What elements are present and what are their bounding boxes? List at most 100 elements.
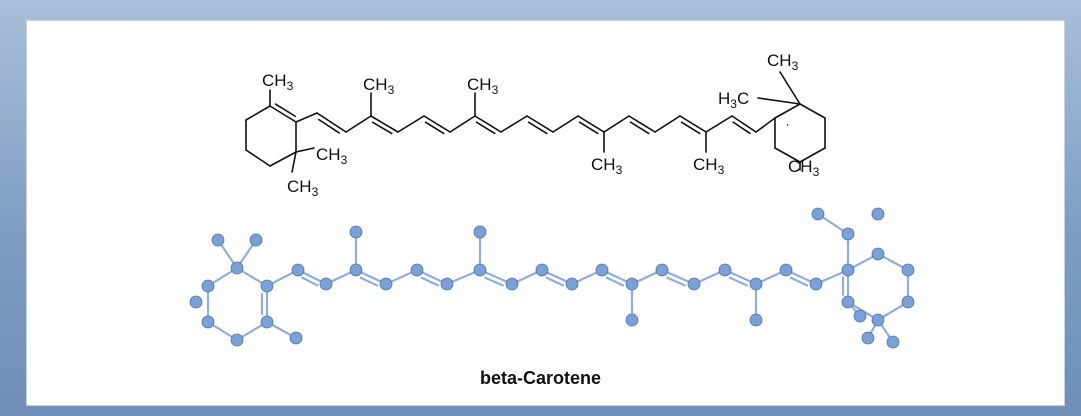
carbon-atom [871, 313, 885, 327]
ring-bond [245, 149, 271, 167]
double-bond-line [475, 121, 496, 135]
carbon-atom [841, 295, 855, 309]
stick-double-bond [545, 276, 565, 287]
carbon-atom [901, 295, 915, 309]
carbon-atom [625, 313, 639, 327]
ring-bond [774, 103, 801, 119]
carbon-atom [289, 331, 303, 345]
ring-bond [245, 105, 271, 121]
carbon-atom [749, 277, 763, 291]
methyl-bond [757, 97, 801, 105]
methyl-bond [779, 71, 801, 105]
stick-double-bond [789, 276, 809, 287]
bond [500, 115, 528, 133]
bond [705, 115, 733, 133]
bond [316, 112, 347, 133]
carbon-atom [319, 277, 333, 291]
bond [526, 115, 554, 133]
bond [731, 115, 757, 133]
double-bond-line [527, 121, 548, 135]
carbon-atom [410, 263, 424, 277]
stick-double-bond [359, 276, 379, 287]
carbon-atom [505, 277, 519, 291]
carbon-atom [211, 233, 225, 247]
carbon-atom [687, 277, 701, 291]
methyl-label: CH3 [788, 157, 820, 179]
bond [370, 115, 399, 133]
methyl-label: CH3 [287, 177, 319, 199]
carbon-atom [230, 333, 244, 347]
ball-and-stick-bonds [206, 213, 910, 343]
stick-double-bond [483, 276, 505, 287]
bond [345, 115, 372, 133]
bond [474, 115, 502, 133]
bond [423, 115, 451, 133]
carbon-atom [718, 263, 732, 277]
bond [628, 115, 656, 133]
methyl-bond [295, 147, 315, 153]
stick-double-bond [605, 276, 625, 287]
double-bond-line [578, 121, 599, 135]
stick-double-bond [665, 276, 687, 287]
double-bond-line [732, 121, 751, 135]
methyl-label: H3C [718, 89, 749, 111]
carbon-atom [841, 263, 855, 277]
carbon-atom [349, 225, 363, 239]
carbon-atom [595, 263, 609, 277]
carbon-atom [749, 313, 763, 327]
bond [552, 115, 579, 133]
carbon-atom [473, 263, 487, 277]
bond [577, 115, 605, 133]
carbon-atom [189, 295, 203, 309]
double-bond-line [318, 118, 340, 134]
ring-bond [269, 105, 297, 123]
carbon-atom [473, 225, 487, 239]
methyl-label: CH3 [693, 155, 725, 177]
carbon-atom [886, 335, 900, 349]
stick-double-bond [728, 276, 749, 287]
carbon-atom [779, 263, 793, 277]
methyl-label: CH3 [591, 155, 623, 177]
carbon-atom [625, 277, 639, 291]
carbon-atom [861, 331, 875, 345]
bond [755, 117, 776, 133]
carbon-atom [871, 247, 885, 261]
carbon-atom [809, 277, 823, 291]
carbon-atom [535, 263, 549, 277]
carbon-atom [349, 263, 363, 277]
carbon-atom [260, 279, 274, 293]
carbon-atom [201, 315, 215, 329]
bond [679, 115, 707, 133]
ring-bond [269, 151, 297, 167]
bond [397, 115, 425, 133]
methyl-label: CH3 [316, 145, 348, 167]
molecule-name: beta-Carotene [479, 368, 602, 388]
double-bond-line [629, 121, 650, 135]
ring-bond [774, 147, 801, 163]
carbon-atom [201, 279, 215, 293]
carbon-atom [230, 261, 244, 275]
bond [603, 115, 630, 133]
carbon-atom [841, 227, 855, 241]
methyl-label: CH3 [767, 51, 799, 73]
double-bond-line [680, 121, 701, 135]
carbon-atom [249, 233, 263, 247]
skeletal-formula [245, 71, 826, 173]
carbon-atom [440, 277, 454, 291]
ring-bond [799, 147, 826, 163]
carbon-atom [853, 309, 867, 323]
carbon-atom [901, 263, 915, 277]
bond [449, 115, 476, 133]
carbon-atom [379, 277, 393, 291]
methyl-label: CH3 [262, 71, 294, 93]
ball-and-stick-atoms [189, 207, 915, 349]
methyl-label: CH3 [467, 75, 499, 97]
stick-double-bond [300, 276, 319, 287]
bond [295, 112, 318, 123]
carbon-atom [871, 207, 885, 221]
methyl-bond [291, 151, 297, 173]
carbon-atom [811, 207, 825, 221]
double-bond-line [424, 121, 445, 135]
